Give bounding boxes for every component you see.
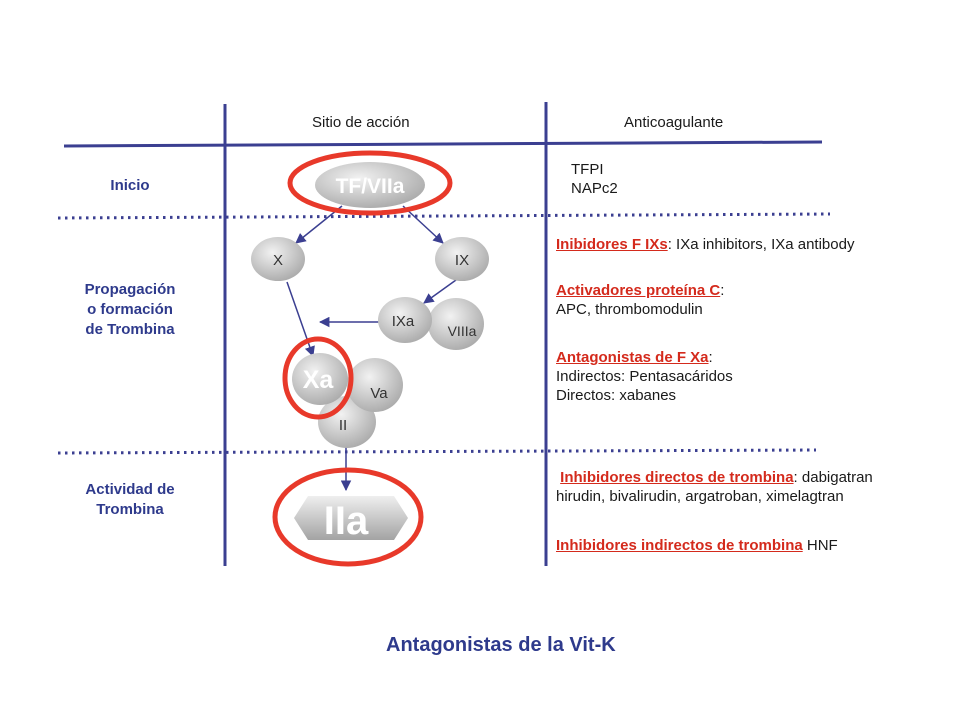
factor-va-label: Va (370, 385, 388, 402)
factor-x-node (251, 237, 305, 281)
protein-c-entry: Activadores proteína C: APC, thrombomodu… (556, 282, 725, 318)
phase-initiation: Inicio (110, 177, 150, 194)
factor-viiia-label: VIIIa (448, 323, 477, 339)
factor-va-node (347, 358, 403, 412)
fxa-antagonists-label: Antagonistas de F Xa (556, 349, 709, 366)
fix-inhibitors-entry: Inibidores F IXs: IXa inhibitors, IXa an… (556, 236, 855, 253)
factor-ii-node (318, 396, 376, 448)
thrombin-iia-node (294, 496, 408, 540)
indirect-thrombin-entry: Inhibidores indirectos de trombina HNF (556, 537, 838, 554)
vitamin-k-antagonists-label: Antagonistas de la Vit-K (386, 634, 616, 656)
fix-inhibitors-label: Inibidores F IXs (556, 236, 668, 253)
tf-viia-label: TF/VIIa (336, 175, 405, 198)
protein-c-label: Activadores proteína C (556, 282, 721, 299)
factor-ix-label: IX (455, 252, 469, 269)
fxa-antagonists-entry: Antagonistas de F Xa: Indirectos: Pentas… (556, 349, 733, 404)
factor-viiia-node (428, 298, 484, 350)
arrow-ix-to-ixa (423, 279, 457, 304)
arrow-tfviia-to-ix (402, 205, 444, 244)
phase-divider-2 (57, 448, 817, 455)
header-anticoagulant: Anticoagulante (624, 114, 724, 131)
header-rule (63, 140, 823, 148)
factor-ixa-label: IXa (392, 313, 415, 330)
factor-x-label: X (273, 252, 283, 269)
header-site-of-action: Sitio de acción (312, 114, 410, 131)
xa-highlight-ring (282, 336, 354, 420)
factor-ix-node (435, 237, 489, 281)
direct-thrombin-label: Inhibidores directos de trombina (560, 469, 794, 486)
phase-divider-1 (57, 212, 831, 220)
indirect-thrombin-label: Inhibidores indirectos de trombina (556, 537, 803, 554)
thrombin-iia-label: IIa (324, 499, 369, 543)
arrow-x-to-xa (286, 281, 315, 357)
factor-xa-node (292, 353, 348, 405)
factor-xa-label: Xa (303, 366, 335, 394)
factor-ii-label: II (339, 417, 347, 434)
phase-thrombin-activity: Actividad de Trombina (85, 481, 175, 518)
tf-viia-highlight-ring (287, 150, 453, 216)
direct-thrombin-entry: Inhibidores directos de trombina: dabiga… (556, 469, 873, 505)
phase-propagation: Propagación o formación de Trombina (84, 281, 176, 338)
tf-viia-node (315, 162, 425, 208)
iia-highlight-ring (272, 467, 424, 567)
initiation-anticoagulants: TFPI NAPc2 (571, 161, 618, 197)
factor-ixa-node (378, 297, 432, 343)
